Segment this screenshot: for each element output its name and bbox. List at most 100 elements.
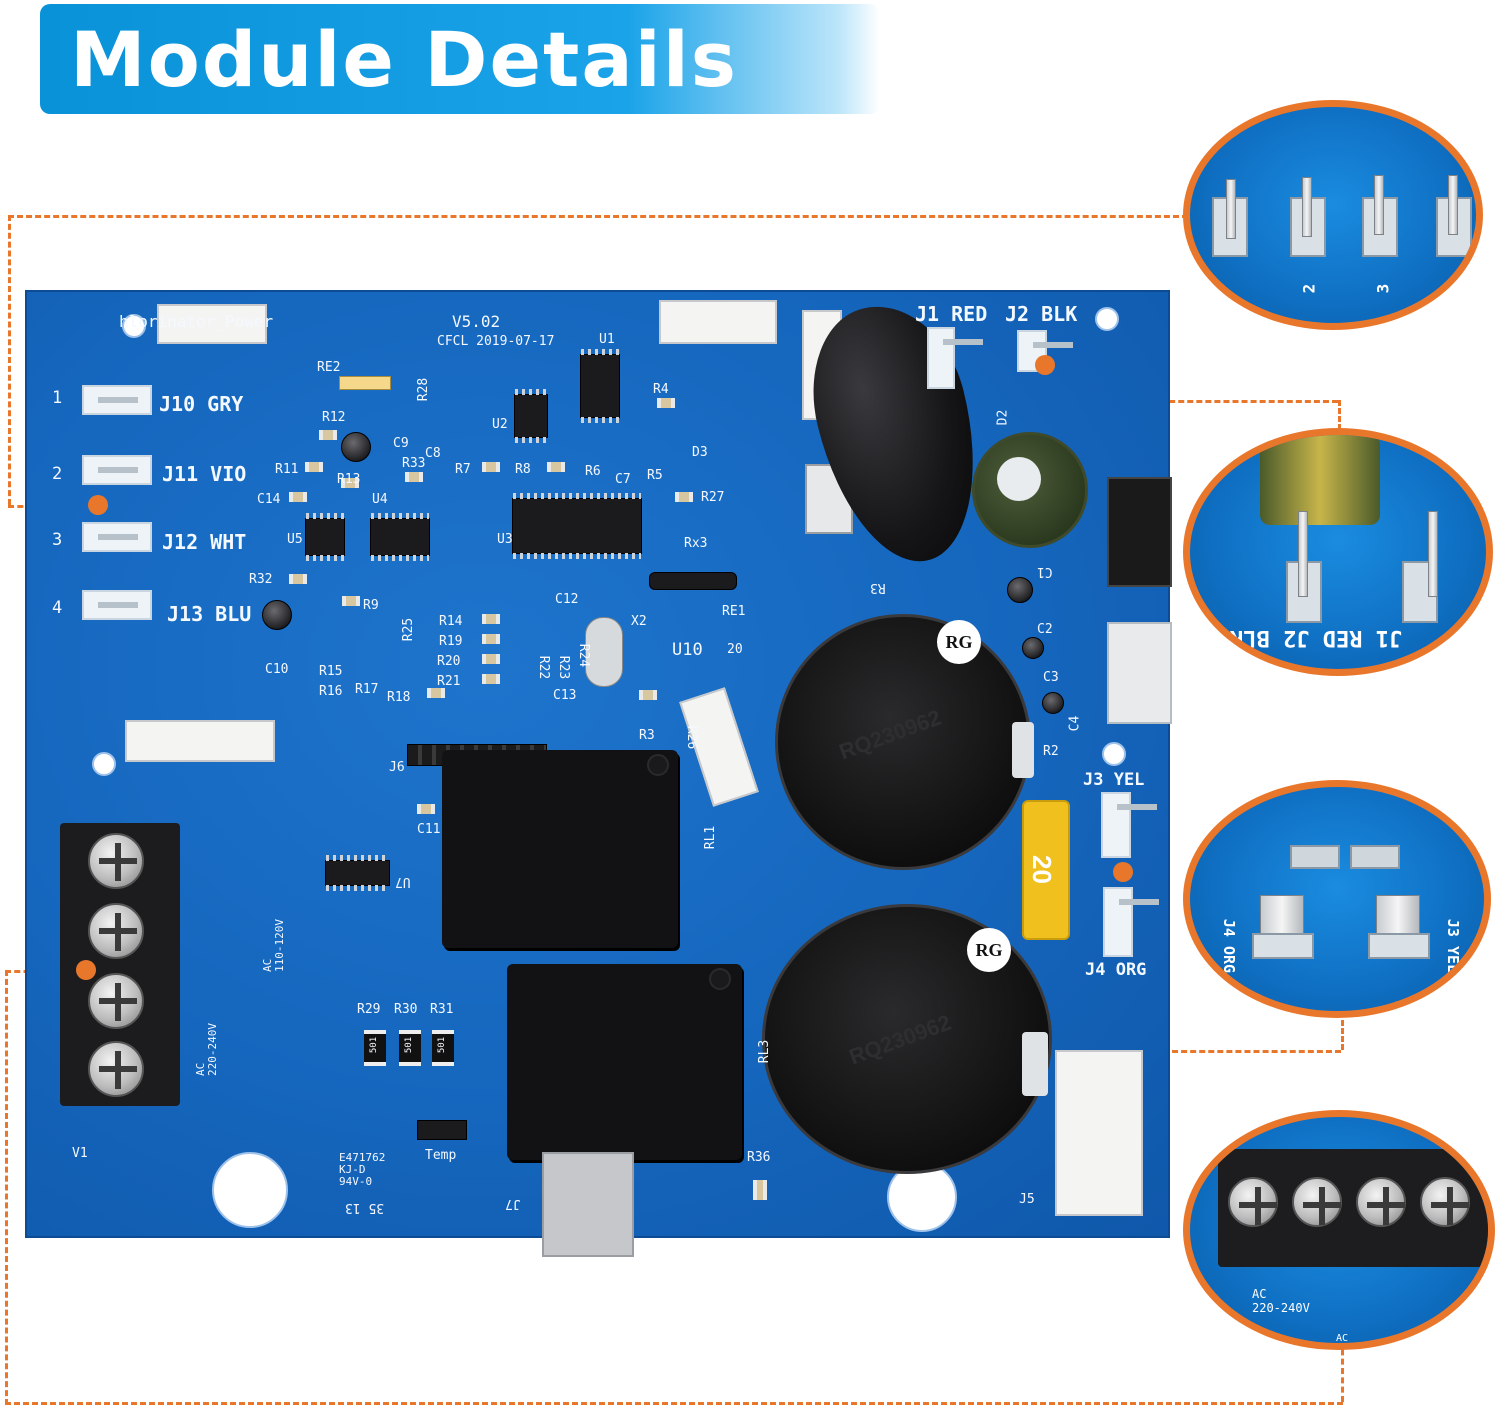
ref-u3: U3 — [497, 532, 513, 547]
ref-r24: R24 — [576, 643, 592, 668]
ic-u5 — [305, 513, 345, 561]
smd-r12 — [319, 430, 337, 440]
conn-label-j10: J10 GRY — [159, 392, 244, 416]
ref-d3: D3 — [692, 445, 708, 460]
conn-num-1: 1 — [52, 388, 63, 408]
header-banner: Module Details — [40, 4, 880, 114]
connector-line-j2-h2 — [1133, 400, 1338, 403]
ref-r22: R22 — [536, 655, 552, 680]
ref-j7: J7 — [505, 1196, 521, 1211]
cap-c1 — [1007, 577, 1033, 603]
zoom-terminal-label: AC 220-240V — [1252, 1287, 1310, 1315]
smd-code-r31: 501 — [437, 1036, 448, 1054]
board-title: hlorinator_Power — [119, 312, 274, 331]
smd-r29 — [364, 1030, 386, 1066]
terminal-block — [60, 823, 180, 1106]
ic-u7 — [325, 855, 390, 891]
ref-r21: R21 — [437, 674, 461, 689]
cap-bulk-top — [775, 614, 1031, 870]
cap-top-stripe — [1012, 722, 1034, 778]
smd-r36 — [753, 1180, 767, 1200]
ref-r32: R32 — [249, 572, 273, 587]
ref-r8: R8 — [515, 462, 531, 477]
zoom-j4-label: J4 ORG — [1220, 918, 1239, 974]
smd-r4 — [657, 398, 675, 408]
zoom-j1-blade — [1428, 511, 1438, 597]
ref-r3: R3 — [639, 728, 655, 743]
ref-r19: R19 — [439, 634, 463, 649]
zoom-pin-blade-2 — [1302, 177, 1312, 237]
ref-u1: U1 — [599, 332, 615, 347]
cap-green — [972, 432, 1088, 548]
top-clip-left — [157, 304, 267, 344]
ref-r5: R5 — [647, 468, 663, 483]
connector-j12 — [82, 522, 152, 552]
zoom-pad-b — [1350, 845, 1400, 869]
connector-j4 — [1103, 887, 1159, 957]
ref-r13: R13 — [337, 472, 361, 487]
mount-hole-r — [1102, 742, 1126, 766]
side-clip-left — [125, 720, 275, 762]
ic-u4 — [370, 513, 430, 561]
zoom-terminal: AC 220-240V AC — [1183, 1110, 1495, 1350]
zoom-j4-pad — [1252, 933, 1314, 959]
smd-r33 — [405, 472, 423, 482]
smd-r18 — [427, 688, 445, 698]
zoom-pins: 2 3 4 — [1183, 100, 1483, 330]
ref-r28: R28 — [416, 377, 432, 402]
zoom-pin-num-4: 4 — [1447, 283, 1467, 294]
ic-u1 — [580, 349, 620, 423]
ref-r2: R2 — [1043, 744, 1059, 759]
label-ul: E471762 KJ-D 94V-0 — [339, 1151, 386, 1188]
ref-r15: R15 — [319, 664, 343, 679]
marker-terminal — [76, 960, 96, 980]
ref-re2: RE2 — [317, 360, 341, 375]
smd-r14 — [482, 614, 500, 624]
label-datecode: 35 13 — [345, 1200, 385, 1215]
terminal-screw-3 — [88, 973, 144, 1029]
cap-c4 — [1042, 692, 1064, 714]
marker-j12 — [88, 495, 108, 515]
connector-line-left-top — [8, 215, 11, 505]
ic-re1 — [649, 572, 737, 590]
ref-c9: C9 — [393, 436, 409, 451]
ref-r36: R36 — [747, 1150, 771, 1165]
cap-c2 — [1022, 637, 1044, 659]
zoom-pin-blade-1 — [1226, 179, 1236, 239]
connector-j5 — [1055, 1050, 1143, 1216]
ref-j6: J6 — [389, 760, 405, 775]
ref-r18: R18 — [387, 690, 411, 705]
top-clip-mid — [659, 300, 777, 344]
fuse — [1022, 800, 1070, 940]
ref-u2: U2 — [492, 417, 508, 432]
zoom-screw-1 — [1228, 1177, 1278, 1227]
pcb-board: hlorinator_Power V5.02 CFCL 2019-07-17 1… — [25, 289, 1172, 1257]
label-j3: J3 YEL — [1083, 770, 1145, 790]
ref-r12: R12 — [322, 410, 346, 425]
jumper-temp — [417, 1120, 467, 1140]
zoom-pin-blade-4 — [1448, 175, 1458, 235]
label-temp: Temp — [425, 1148, 457, 1163]
relay-rl3 — [507, 964, 742, 1160]
ref-c1: C1 — [1037, 564, 1053, 579]
header-re2 — [339, 376, 391, 390]
ref-u4: U4 — [372, 492, 388, 507]
ref-c4: C4 — [1067, 715, 1083, 732]
zoom-screw-3 — [1356, 1177, 1406, 1227]
ref-c8: C8 — [425, 446, 441, 461]
smd-r3 — [639, 690, 657, 700]
smd-c11 — [417, 804, 435, 814]
zoom-pin-num-3: 3 — [1373, 283, 1393, 294]
connector-j3 — [1101, 792, 1157, 858]
ref-x2: X2 — [631, 614, 647, 629]
zoom-j3-label: J3 YEL — [1444, 918, 1463, 974]
marker-j4 — [1113, 862, 1133, 882]
smd-code-r30: 501 — [404, 1036, 415, 1054]
marker-j2 — [1035, 355, 1055, 375]
connector-line-bottom-right — [1341, 1340, 1344, 1402]
connector-line-term-v — [5, 970, 8, 1405]
terminal-screw-2 — [88, 903, 144, 959]
smd-r13 — [341, 478, 359, 488]
crystal-x2 — [585, 617, 623, 687]
ref-r29: R29 — [357, 1002, 381, 1017]
